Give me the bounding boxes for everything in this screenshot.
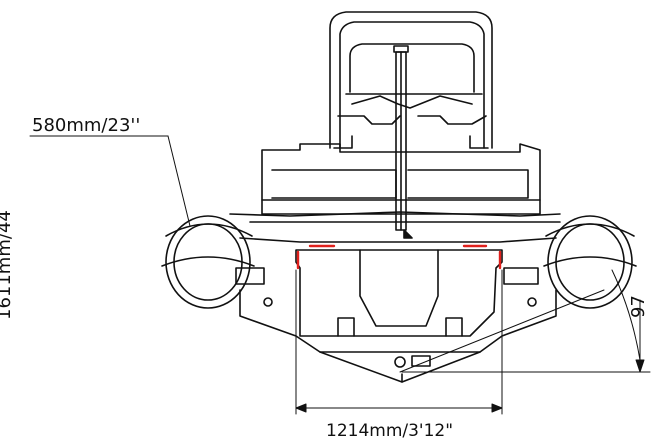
rear-bumper (394, 355, 431, 368)
track-width-dimension (295, 269, 503, 415)
chassis (239, 237, 557, 383)
seat-back (329, 11, 493, 149)
right-wheel (503, 215, 637, 309)
steering-mast (393, 45, 413, 239)
red-highlight (296, 244, 502, 270)
left-vertical-label: 1611mm/44 (0, 210, 15, 320)
right-angle-dimension (399, 269, 651, 373)
wheel-diameter-leader (29, 135, 191, 227)
seat-body (229, 143, 561, 223)
left-wheel (161, 215, 273, 309)
right-angle-label: 97 (628, 295, 649, 318)
wheel-diameter-label: 580mm/23'' (32, 115, 140, 136)
track-width-label: 1214mm/3'12" (326, 421, 453, 441)
